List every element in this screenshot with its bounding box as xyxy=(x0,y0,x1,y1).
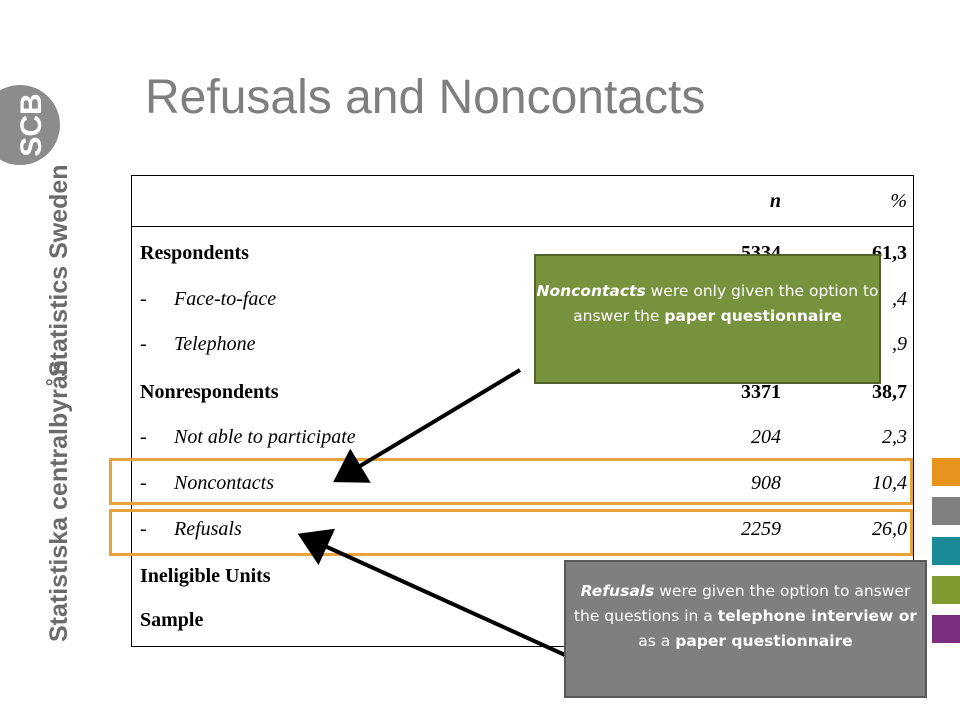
results-table: n % Respondents 5334 61,3 -Face-to-face … xyxy=(131,175,914,647)
swatch-purple xyxy=(932,615,960,643)
row-dash: - xyxy=(140,288,147,310)
logo-text: SCB xyxy=(15,93,48,156)
slide-title: Refusals and Noncontacts xyxy=(145,71,706,124)
row-label-text: Telephone xyxy=(174,333,256,355)
callout-noncontacts-text: were only given the option to answer the xyxy=(573,282,879,325)
row-label: Sample xyxy=(140,609,204,631)
highlight-noncontacts xyxy=(109,458,913,505)
row-label-text: Not able to participate xyxy=(174,426,356,448)
row-label: - Telephone xyxy=(140,333,255,356)
swatch-orange xyxy=(932,458,960,486)
callout-noncontacts-emph: Noncontacts xyxy=(536,282,646,300)
row-label: Respondents xyxy=(140,242,249,264)
row-label: Ineligible Units xyxy=(140,565,271,587)
arrow-noncontacts xyxy=(333,368,522,483)
row-pct: 38,7 xyxy=(872,381,907,403)
row-label-text: Face-to-face xyxy=(174,288,277,310)
row-label: - Refusals xyxy=(140,518,242,541)
callout-refusals-text2: as a xyxy=(638,632,676,650)
row-pct: 2,3 xyxy=(882,426,907,448)
header-divider xyxy=(132,226,913,227)
callout-refusals-strong1: telephone interview or xyxy=(717,607,918,625)
row-dash: - xyxy=(140,333,147,355)
callout-refusals: Refusals were given the option to answer… xyxy=(564,560,927,698)
header-pct: % xyxy=(890,190,907,212)
callout-noncontacts: Noncontacts were only given the option t… xyxy=(534,254,881,384)
row-label: - Face-to-face xyxy=(140,288,276,311)
row-label: - Not able to participate xyxy=(140,426,356,449)
row-dash: - xyxy=(140,426,147,448)
row-label-text: Refusals xyxy=(174,518,242,540)
callout-noncontacts-strong: paper questionnaire xyxy=(664,307,842,325)
arrow-refusals xyxy=(297,528,566,657)
row-pct: 10,4 xyxy=(872,472,907,494)
row-label-text: Noncontacts xyxy=(174,472,274,494)
row-dash: - xyxy=(140,518,147,540)
row-pct: ,9 xyxy=(892,333,907,355)
callout-refusals-emph: Refusals xyxy=(580,582,655,600)
callout-refusals-strong2: paper questionnaire xyxy=(675,632,853,650)
header-n: n xyxy=(769,190,781,212)
row-dash: - xyxy=(140,472,147,494)
scb-logo: SCB xyxy=(0,85,60,165)
row-n: 908 xyxy=(751,472,781,494)
swatch-gray xyxy=(932,497,960,525)
highlight-refusals xyxy=(109,509,913,556)
row-n: 204 xyxy=(751,426,781,448)
swatch-teal xyxy=(932,537,960,565)
row-label: - Noncontacts xyxy=(140,472,274,495)
row-pct: ,4 xyxy=(892,288,907,310)
row-n: 3371 xyxy=(741,381,781,403)
row-label: Nonrespondents xyxy=(140,381,279,403)
row-pct: 26,0 xyxy=(872,518,907,540)
row-n: 2259 xyxy=(741,518,781,540)
callout-refusals-text1: were given the option to answer the ques… xyxy=(573,582,911,625)
swatch-olive xyxy=(932,576,960,604)
